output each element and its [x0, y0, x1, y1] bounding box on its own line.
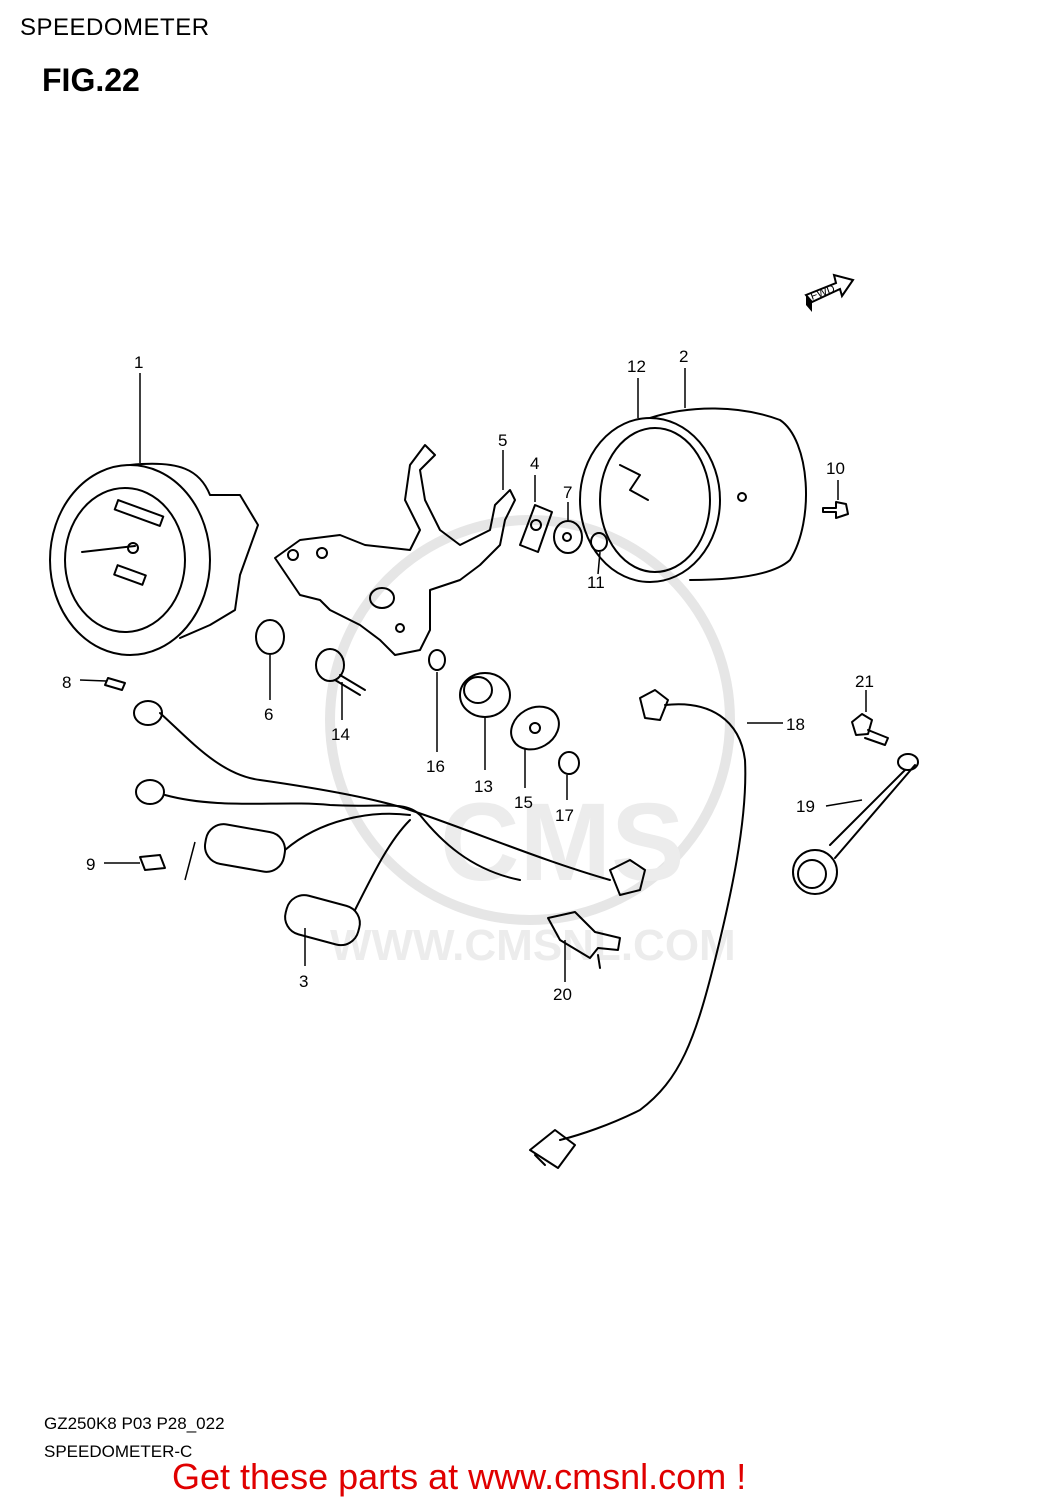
page-header: SPEEDOMETER: [20, 14, 210, 41]
callout-14: 14: [331, 725, 350, 744]
callout-8: 8: [62, 673, 71, 692]
diagram-name: SPEEDOMETER-C: [44, 1442, 193, 1461]
watermark: CMS WWW.CMSNL.COM: [325, 515, 736, 970]
meter-bracket: [274, 444, 516, 656]
callout-7: 7: [563, 483, 572, 502]
callout-9: 9: [86, 855, 95, 874]
cta-link[interactable]: Get these parts at www.cmsnl.com !: [172, 1456, 747, 1497]
fwd-label: FWD: [809, 283, 837, 303]
speedometer-cable: [529, 689, 747, 1169]
callout-10: 10: [826, 459, 845, 478]
watermark-brand: CMS: [440, 781, 684, 904]
bolt: [851, 713, 889, 746]
callout-19: 19: [796, 797, 815, 816]
callout-labels: 1 2 3 4 5 6 7 8 9 10 11 12 13 14 15 16 1…: [62, 347, 874, 1004]
callout-3: 3: [299, 972, 308, 991]
callout-21: 21: [855, 672, 874, 691]
callout-17: 17: [555, 806, 574, 825]
callout-6: 6: [264, 705, 273, 724]
callout-4: 4: [530, 454, 539, 473]
cable-clamp: [547, 911, 621, 969]
meter-case: [579, 407, 807, 583]
callout-16: 16: [426, 757, 445, 776]
callout-1: 1: [134, 353, 143, 372]
speedometer-gauge: [49, 462, 259, 656]
leader-lines: [79, 368, 867, 982]
callout-15: 15: [514, 793, 533, 812]
callout-12: 12: [627, 357, 646, 376]
callout-11: 11: [587, 573, 605, 592]
callout-18: 18: [786, 715, 805, 734]
callout-13: 13: [474, 777, 493, 796]
watermark-url: WWW.CMSNL.COM: [330, 921, 736, 970]
figure-title: FIG.22: [42, 62, 140, 98]
small-parts-middle: [255, 619, 580, 775]
return-spring: [792, 753, 919, 895]
callout-5: 5: [498, 431, 507, 450]
callout-2: 2: [679, 347, 688, 366]
diagram-code: GZ250K8 P03 P28_022: [44, 1414, 225, 1433]
wiring-harness: [104, 677, 646, 947]
fwd-arrow-icon: FWD: [804, 273, 855, 312]
callout-20: 20: [553, 985, 572, 1004]
